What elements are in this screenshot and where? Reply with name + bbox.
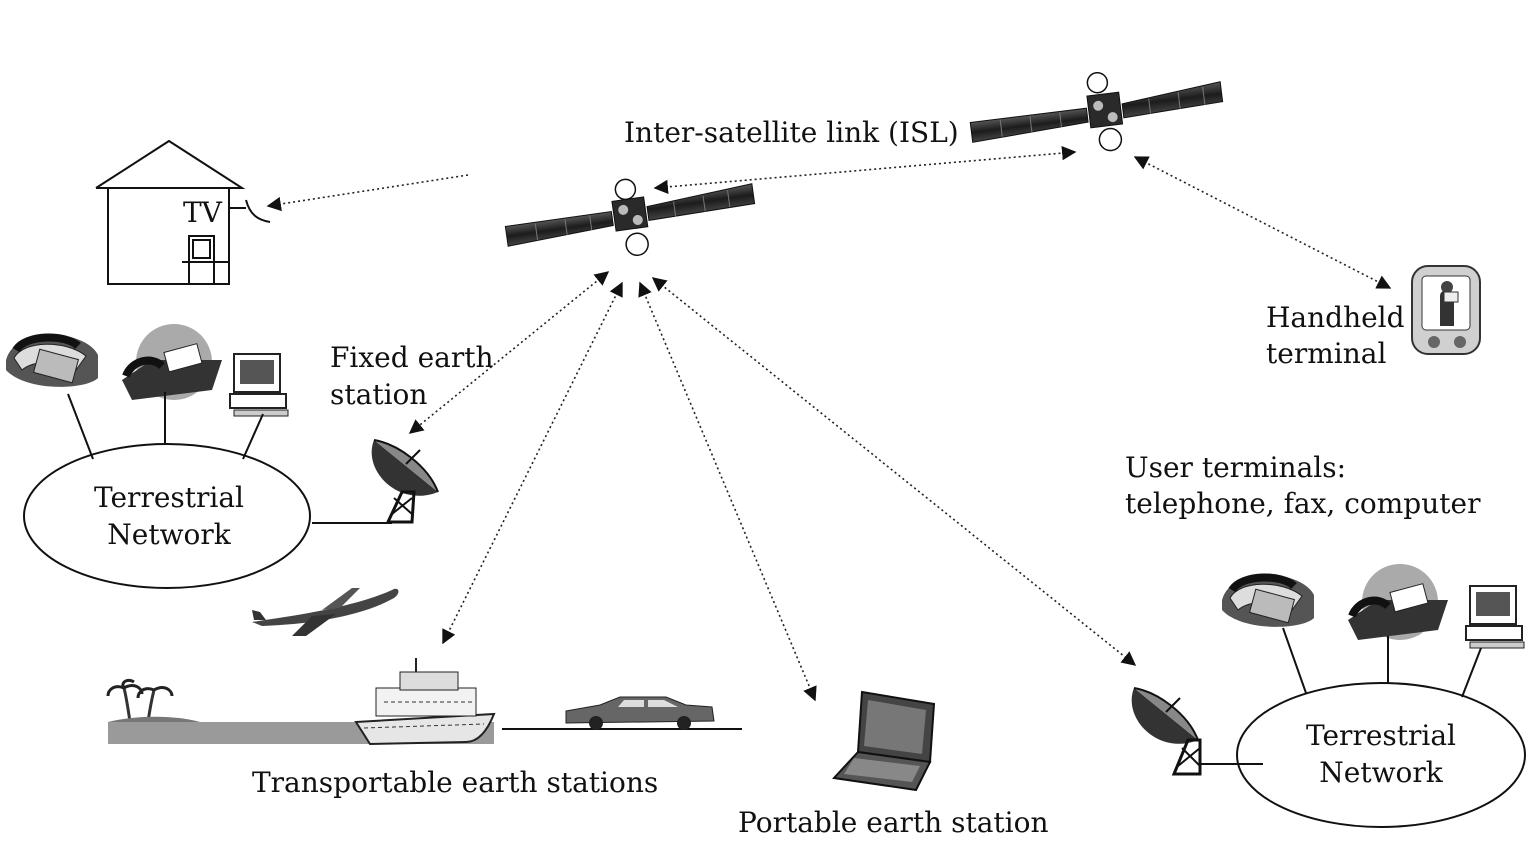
telephone-icon xyxy=(6,333,98,387)
car-icon xyxy=(565,696,715,730)
fixed-station-label-line1: Fixed earth xyxy=(330,341,494,374)
satellite-dish-icon xyxy=(1131,687,1202,776)
terrestrial-left-line1: Terrestrial xyxy=(94,481,244,514)
island-shore xyxy=(108,716,200,722)
handheld-link xyxy=(1133,156,1392,289)
satellite-icon xyxy=(969,71,1224,152)
terrestrial-left-line2: Network xyxy=(107,518,232,551)
right-station-link xyxy=(651,277,1137,666)
computer-icon xyxy=(1465,585,1525,649)
satellite-icon xyxy=(504,178,756,257)
tv-broadcast-link xyxy=(266,174,469,212)
transportable-label: Transportable earth stations xyxy=(252,766,658,799)
terrestrial-network-left xyxy=(23,443,311,589)
user-terminals-label-line1: User terminals: xyxy=(1125,451,1346,484)
handheld-label-line1: Handheld xyxy=(1266,301,1405,334)
palm-tree-icon xyxy=(106,678,174,723)
terminal-connectors-left xyxy=(67,392,264,460)
portable-label: Portable earth station xyxy=(738,806,1049,839)
user-terminals-label-line2: telephone, fax, computer xyxy=(1125,487,1481,520)
satellite-dish-icon xyxy=(371,439,439,524)
transportable-link xyxy=(442,281,623,645)
isl-link xyxy=(653,145,1077,195)
house-icon xyxy=(95,139,271,285)
fax-icon xyxy=(122,324,222,400)
fax-icon xyxy=(1348,564,1448,640)
portable-link xyxy=(638,281,817,702)
airplane-icon xyxy=(252,588,399,636)
isl-label: Inter-satellite link (ISL) xyxy=(624,116,959,149)
terrestrial-right-line2: Network xyxy=(1319,756,1444,789)
ship-icon xyxy=(354,658,496,746)
telephone-icon xyxy=(1222,573,1314,627)
terrestrial-right-line1: Terrestrial xyxy=(1306,719,1456,752)
terminal-connectors-right xyxy=(1282,627,1482,698)
terrestrial-network-right xyxy=(1236,682,1526,828)
communication-links xyxy=(266,145,1392,702)
laptop-icon xyxy=(831,690,936,792)
handheld-terminal-icon xyxy=(1411,265,1481,355)
tv-label: TV xyxy=(183,196,223,229)
fixed-station-label-line2: station xyxy=(330,378,427,411)
handheld-label-line2: terminal xyxy=(1266,337,1386,370)
computer-icon xyxy=(229,353,289,417)
